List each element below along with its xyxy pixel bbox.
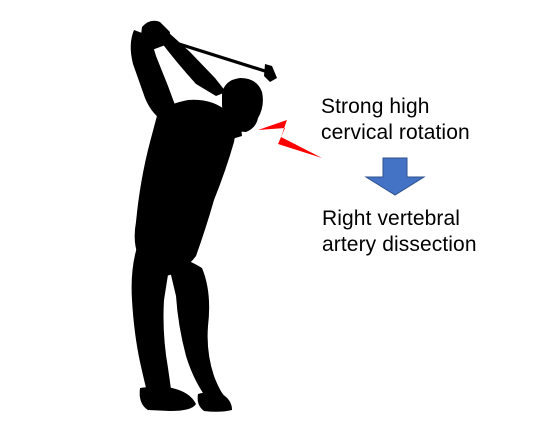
cause-label-line-1: Strong high bbox=[321, 95, 430, 118]
down-arrow-icon bbox=[364, 157, 426, 196]
golfer-silhouette bbox=[130, 20, 263, 412]
result-label-line-2: artery dissection bbox=[322, 233, 477, 256]
cause-label-line-2: cervical rotation bbox=[321, 121, 470, 144]
result-label: Right vertebral artery dissection bbox=[322, 206, 477, 258]
cause-label: Strong high cervical rotation bbox=[321, 94, 470, 146]
result-label-line-1: Right vertebral bbox=[322, 207, 461, 230]
lightning-bolt-icon bbox=[258, 120, 322, 158]
